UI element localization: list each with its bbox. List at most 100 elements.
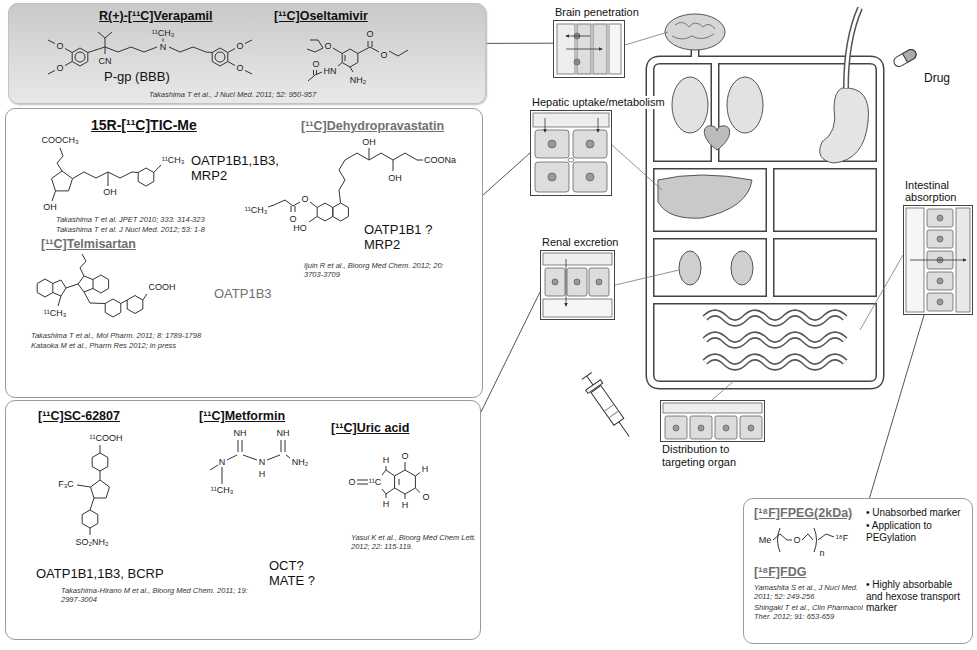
compound-name: [¹¹C]Metformin xyxy=(199,409,285,423)
bbb-cells xyxy=(574,59,580,65)
enterocytes xyxy=(927,272,953,290)
atom-label: ¹⁸F xyxy=(836,534,848,543)
transporter-label: OATP1B1,1B3, MRP2 xyxy=(191,154,291,184)
syringe xyxy=(604,404,618,417)
atom-label: COOH xyxy=(149,283,176,292)
process-inset: Renal excretion xyxy=(540,250,615,320)
atom-label: O xyxy=(793,536,800,545)
intestine xyxy=(705,313,845,367)
chemical-structure xyxy=(105,299,121,317)
drug-label: Drug xyxy=(924,72,950,84)
organ xyxy=(679,251,701,285)
chemical-structure xyxy=(37,32,834,552)
inset-title: Renal excretion xyxy=(541,236,619,249)
process-inset: Brain penetration xyxy=(553,20,625,78)
hepatocytes xyxy=(535,162,569,192)
chemical-structure xyxy=(93,275,109,293)
atom-label: O xyxy=(56,64,63,73)
atom-label: NH₂ xyxy=(350,76,367,85)
enterocytes xyxy=(937,215,943,221)
tissue-cells xyxy=(665,416,687,439)
tissue-cells xyxy=(690,416,712,439)
organ xyxy=(820,88,869,163)
bbb-cells xyxy=(566,49,602,50)
chemical-structure xyxy=(37,279,53,297)
citation: Yamashita S et al., J Nucl Med. 2011; 52… xyxy=(754,583,864,601)
chemical-structure xyxy=(212,48,228,66)
transporter-label: OATP1B3 xyxy=(214,287,272,302)
tissue-cells xyxy=(740,416,762,439)
bullet-note: • Application to PEGylation xyxy=(866,520,968,543)
organ xyxy=(672,77,708,133)
leader-line xyxy=(612,145,662,190)
inset-title: Hepatic uptake/metabolism xyxy=(531,96,666,109)
atom-label: F₃C xyxy=(58,480,74,489)
process-inset-fill xyxy=(553,20,625,78)
atom-label: ¹¹C xyxy=(369,478,382,487)
chemical-structure xyxy=(210,440,290,484)
atom-label: Me xyxy=(759,536,772,545)
transporter-label: P-gp (BBB) xyxy=(104,70,170,85)
citation: Takashima T et al. J Nucl Med. 2012; 53:… xyxy=(56,225,205,234)
drug-capsule xyxy=(892,48,918,69)
compound-panel-fill xyxy=(5,108,483,398)
atom-label: H xyxy=(383,500,390,509)
chemical-structure xyxy=(53,254,147,306)
chemical-structure xyxy=(72,48,88,66)
inset-title: Distribution to targeting organ xyxy=(661,443,773,468)
chemical-structure xyxy=(317,203,333,221)
process-inset-fill xyxy=(540,250,615,320)
chemical-structure xyxy=(138,168,154,186)
esophagus xyxy=(846,8,860,88)
atom-label: ¹¹CH₃ xyxy=(162,156,185,165)
chemical-structure xyxy=(357,462,420,499)
bbb-cells xyxy=(566,36,590,37)
hepatocytes xyxy=(533,113,609,192)
tissue-cells xyxy=(715,416,737,439)
compound-panel-fill xyxy=(8,3,486,104)
atom-label: SO₂NH₂ xyxy=(76,538,109,547)
atom-label: O xyxy=(312,60,319,69)
transporter-label: OCT? MATE ? xyxy=(269,559,329,589)
organ xyxy=(727,77,763,133)
atom-label: O xyxy=(56,42,63,51)
process-inset-fill xyxy=(660,400,765,442)
hepatocytes xyxy=(586,140,594,148)
connector-line xyxy=(486,43,553,44)
compound-name: R(+)-[¹¹C]Verapamil xyxy=(99,9,213,23)
atom-label: O xyxy=(422,493,429,502)
chemical-structure xyxy=(82,510,98,528)
syringe xyxy=(586,380,603,394)
leader-line xyxy=(860,255,903,330)
atom-label: COONa xyxy=(424,156,456,165)
inset-title: Brain penetration xyxy=(554,6,640,19)
leader-line xyxy=(712,380,735,400)
panel-fill xyxy=(5,3,973,644)
compound-name: [¹¹C]Dehydropravastatin xyxy=(301,119,444,133)
atom-label: HO xyxy=(293,224,307,233)
compound-name: [¹⁸F]FPEG(2kDa) xyxy=(754,506,852,520)
organ xyxy=(658,14,868,285)
compound-name: [¹¹C]Oseltamivir xyxy=(274,9,368,23)
atom-label: O xyxy=(301,195,308,204)
chemical-structure xyxy=(215,52,225,62)
atom-label: ¹¹CH₃ xyxy=(245,206,268,215)
blood-vessels xyxy=(650,48,880,385)
tubule-cells xyxy=(567,268,587,296)
hepatocytes xyxy=(598,118,599,132)
atom-label: O xyxy=(366,30,373,39)
citation: Takashima T et al. JPET 2010; 333: 314-3… xyxy=(56,215,205,224)
atom-label: N xyxy=(219,458,226,467)
leader-line xyxy=(612,32,903,400)
atom-label: ¹¹CH₃ xyxy=(152,29,175,38)
atom-label: NH xyxy=(277,429,290,438)
tissue-cells xyxy=(663,403,762,413)
hepatocytes xyxy=(548,173,556,181)
organ xyxy=(672,22,715,39)
hepatocytes xyxy=(545,118,546,132)
atom-label: O xyxy=(401,452,408,461)
tissue-cells xyxy=(698,425,704,431)
